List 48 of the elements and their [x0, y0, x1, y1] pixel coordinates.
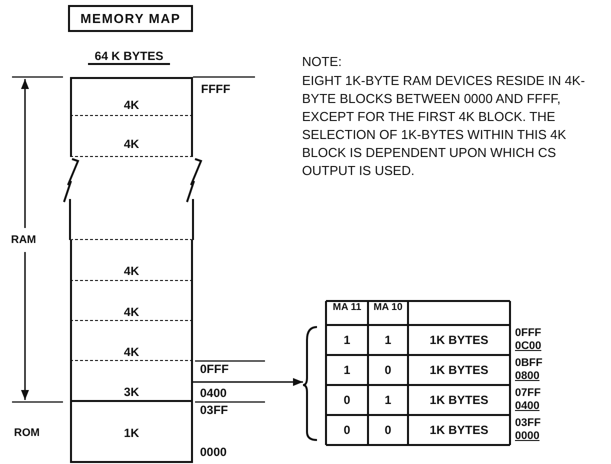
- memory-block: [70, 402, 193, 463]
- table-cell-text: 0: [342, 394, 352, 407]
- address-label: 0800: [515, 370, 540, 383]
- heading: 64 K BYTES: [88, 50, 170, 65]
- table-cell-text: 1K BYTES: [428, 364, 490, 377]
- block-size: 4K: [122, 305, 140, 319]
- address-label: 0BFF: [515, 357, 542, 370]
- address-label: 0FFF: [200, 363, 230, 376]
- table-cell-text: 1: [384, 334, 392, 347]
- note-text: EIGHT 1K-BYTE RAM DEVICES RESIDE IN 4K-BYTE BLOCKS BETWEEN 0000 AND FFFF, EXCEPT FOR THE FIRST 4K BLOCK. THE SELECTION OF 1K-BYTES WITHIN THIS 4K BLOCK IS DEPENDENT UPON WHICH CS OUTPUT IS USED.: [302, 72, 586, 180]
- table-cell-text: 1: [384, 394, 392, 407]
- block-size: 1K: [122, 426, 140, 440]
- block-size: 4K: [122, 345, 140, 359]
- arrow: [193, 378, 303, 386]
- region-label: RAM: [11, 234, 38, 247]
- memory-block: [70, 240, 193, 281]
- memory-block: [70, 321, 193, 361]
- table-cell-text: 0: [384, 424, 392, 437]
- block-size: 4K: [122, 264, 140, 278]
- block-size: 4K: [122, 137, 140, 151]
- address-label: 0000: [515, 430, 540, 443]
- address-label: FFFF: [201, 83, 232, 96]
- address-label: 07FF: [515, 387, 541, 400]
- block-size: 3K: [122, 385, 140, 399]
- address-label: 0000: [200, 446, 228, 459]
- address-label: 0FFF: [515, 327, 542, 340]
- block-size: 4K: [122, 98, 140, 112]
- table-cell-text: 1: [342, 364, 352, 377]
- column-header: MA 11: [332, 303, 362, 313]
- table-cell-text: 0: [342, 424, 352, 437]
- column-header: MA 10: [372, 303, 404, 313]
- table-cell-text: 1K BYTES: [428, 424, 490, 437]
- region-label: ROM: [14, 427, 41, 440]
- address-label: 0C00: [515, 340, 542, 353]
- address-label: 03FF: [200, 404, 230, 417]
- address-label: 0400: [200, 387, 228, 400]
- table-cell-text: 1K BYTES: [428, 334, 490, 347]
- note-label: NOTE:: [302, 55, 343, 68]
- table-cell-text: 0: [384, 364, 392, 377]
- table-cell-text: 1: [342, 334, 352, 347]
- memory-block: [70, 116, 193, 157]
- memory-block: [70, 77, 193, 116]
- address-label: 03FF: [515, 417, 541, 430]
- memory-block: [70, 361, 193, 402]
- memory-block: [70, 281, 193, 321]
- address-label: 0400: [515, 400, 540, 413]
- title: MEMORY MAP: [68, 5, 193, 32]
- table-cell-text: 1K BYTES: [428, 394, 490, 407]
